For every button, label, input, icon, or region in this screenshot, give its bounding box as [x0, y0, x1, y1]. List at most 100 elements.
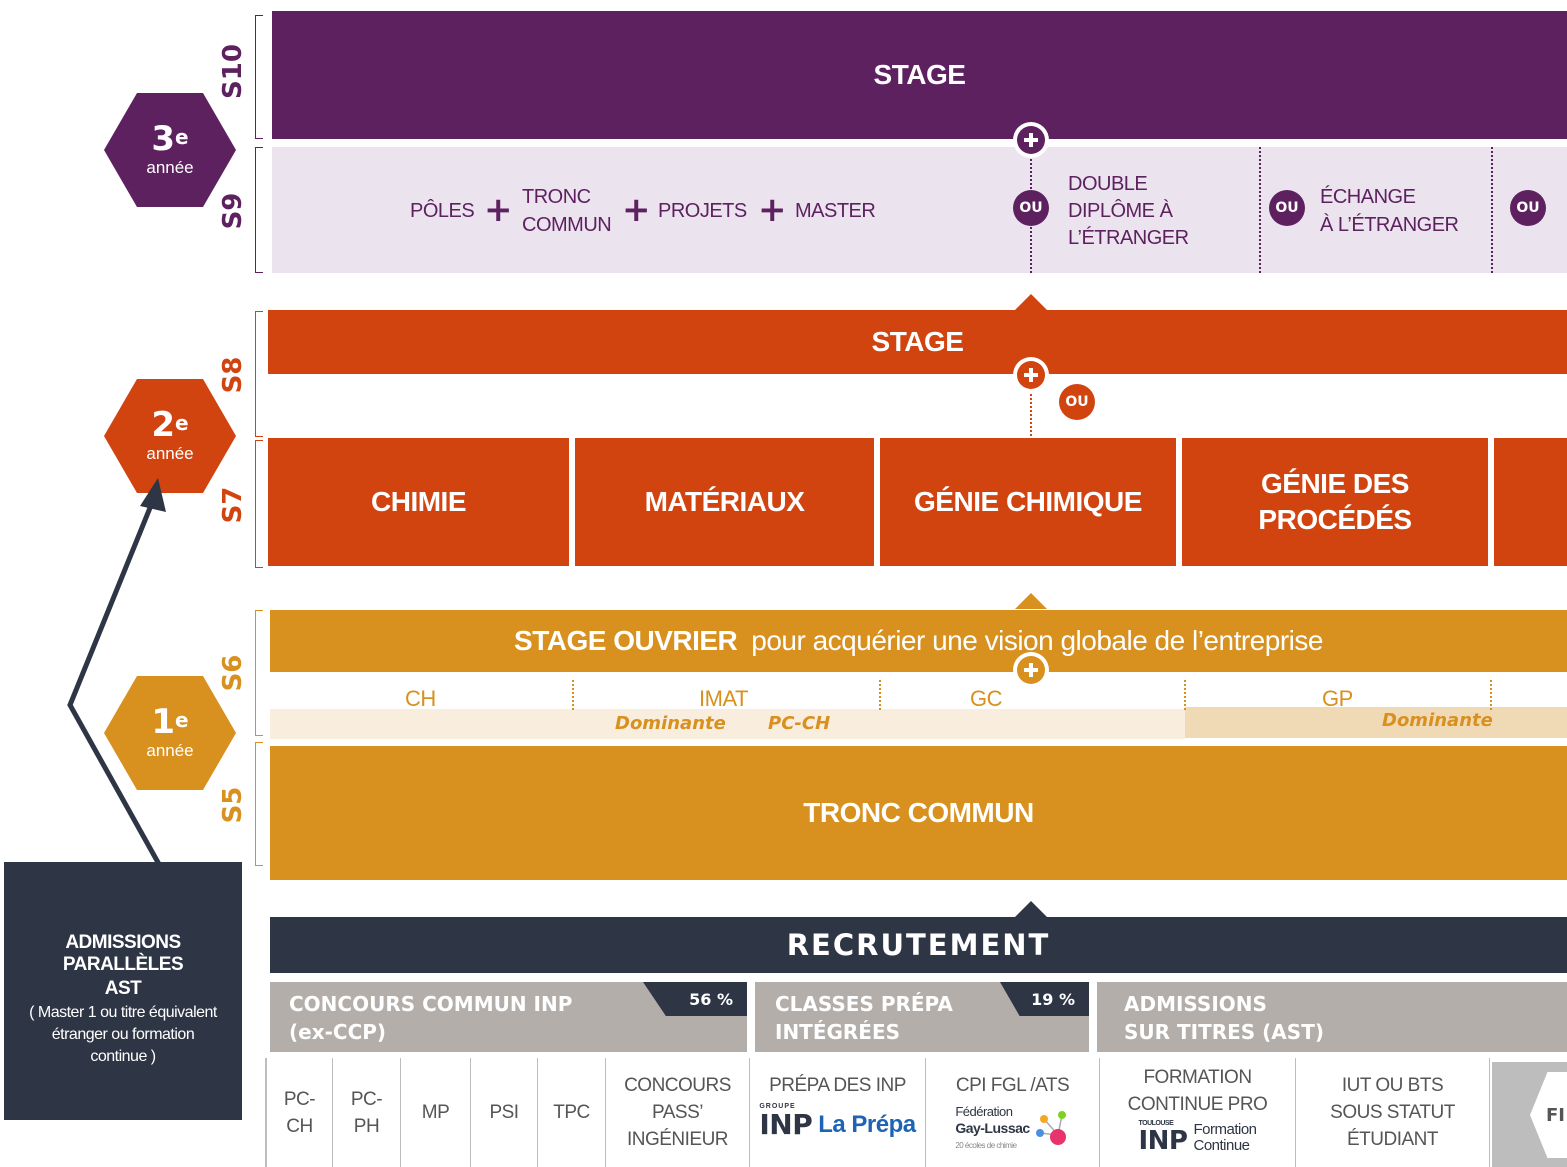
- recrutement-bar: RECRUTEMENT: [270, 917, 1567, 973]
- option-chimie: CHIMIE: [268, 438, 569, 566]
- divider-dots: [879, 680, 881, 710]
- prepa-percentage: 19 %: [1000, 982, 1089, 1016]
- plus-circle-icon: [1013, 122, 1049, 158]
- option-gc-label: GC: [970, 686, 1003, 711]
- plus-icon: +: [622, 190, 651, 230]
- ast-title-2: SUR TITRES (AST): [1124, 1020, 1324, 1044]
- logo-fed-2: Gay-Lussac: [955, 1120, 1030, 1136]
- year-label: année: [146, 444, 194, 463]
- cell-text: INGÉNIEUR: [626, 1129, 729, 1150]
- ou-badge: OU: [1510, 190, 1546, 226]
- logo-groupe: GROUPE: [759, 1103, 796, 1110]
- option-label: GÉNIE CHIMIQUE: [914, 486, 1142, 517]
- plus-icon: +: [758, 190, 787, 230]
- divider-dots: [1184, 680, 1186, 710]
- s5-tronc-commun-bar: TRONC COMMUN: [270, 746, 1567, 880]
- logo-inp: INP: [1138, 1126, 1188, 1156]
- year-2-hexagon: 2e année: [104, 379, 236, 493]
- logo-fc-2: Continue: [1193, 1137, 1250, 1154]
- cell-tpc: TPC: [538, 1058, 606, 1167]
- s9-poles: PÔLES: [410, 200, 475, 222]
- dominante-band-gp: [1185, 707, 1567, 738]
- up-arrow-icon: [1015, 294, 1047, 310]
- year-label: année: [146, 158, 194, 177]
- year-number: 2: [151, 405, 176, 445]
- option-imat-label: IMAT: [699, 686, 748, 711]
- s9-double-3: L’ÉTRANGER: [1068, 227, 1189, 249]
- cell-text: CH: [286, 1115, 313, 1137]
- ou-badge: OU: [1059, 384, 1095, 420]
- year-suffix: e: [175, 125, 189, 149]
- s10-label: S10: [218, 44, 248, 99]
- s6-label: S6: [218, 654, 248, 692]
- option-materiaux: MATÉRIAUX: [575, 438, 874, 566]
- s8-stage-bar: STAGE: [268, 310, 1567, 374]
- admissions-arrow: [67, 478, 166, 868]
- dominante-band-pcch: [270, 709, 1185, 739]
- option-genie-procedes: GÉNIE DES PROCÉDÉS: [1182, 438, 1488, 566]
- cell-text: PSI: [489, 1102, 519, 1123]
- option-gp-label: GP: [1322, 686, 1353, 711]
- year-label: année: [146, 741, 194, 760]
- s9-echange-2: À L’ÉTRANGER: [1320, 214, 1459, 236]
- cell-psi: PSI: [471, 1058, 538, 1167]
- s5-label: S5: [218, 786, 248, 824]
- s7-label: S7: [218, 486, 248, 524]
- option-ch-label: CH: [405, 686, 436, 711]
- concours-title-2: (ex-CCP): [289, 1020, 387, 1044]
- s9-tronc-2: COMMUN: [522, 214, 612, 236]
- cell-pc-ch: PC- CH: [267, 1058, 333, 1167]
- s6-stage-rest: pour acquérier une vision globale de l’e…: [751, 625, 1323, 656]
- cells-left-border: [265, 1058, 267, 1167]
- year-3-hexagon: 3e année: [104, 93, 236, 207]
- ou-badge: OU: [1013, 190, 1049, 226]
- s6-stage-bar: STAGE OUVRIER pour acquérier une vision …: [270, 610, 1567, 672]
- cell-text: ÉTUDIANT: [1347, 1129, 1439, 1150]
- s9-brace: [255, 147, 263, 273]
- cell-formation-continue: FORMATION CONTINUE PRO TOULOUSE INP Form…: [1100, 1058, 1296, 1167]
- s10-stage-title: STAGE: [873, 59, 966, 90]
- cell-text: CONCOURS: [624, 1075, 731, 1096]
- admissions-title: ADMISSIONS PARALLÈLES: [62, 932, 184, 975]
- cell-text: TPC: [553, 1102, 590, 1123]
- cell-text: CONTINUE PRO: [1127, 1094, 1268, 1115]
- toulouse-inp-formation-continue-logo: TOULOUSE INP Formation Continue: [1138, 1120, 1257, 1156]
- divider-dots: [1490, 680, 1492, 710]
- cell-text: PC-: [283, 1088, 316, 1110]
- plus-circle-icon: [1013, 357, 1049, 393]
- option-label: PROCÉDÉS: [1258, 504, 1412, 535]
- cell-text: IUT OU BTS: [1341, 1075, 1444, 1096]
- s8-label: S8: [218, 356, 248, 394]
- s6-stage-bold: STAGE OUVRIER: [514, 625, 738, 656]
- s9-master: MASTER: [795, 200, 876, 222]
- cell-cpi-fgl: CPI FGL /ATS Fédération Gay-Lussac 20 éc…: [926, 1058, 1100, 1167]
- logo-inp: INP: [759, 1108, 813, 1141]
- cell-text: PC-: [350, 1088, 383, 1110]
- cell-text: PH: [353, 1115, 380, 1137]
- dominante-pcch-label: PC-CH: [768, 713, 831, 734]
- s5-brace: [255, 742, 263, 866]
- inp-laprepa-logo: GROUPE INP La Prépa: [759, 1103, 916, 1141]
- option-label: CHIMIE: [371, 486, 467, 517]
- s6-brace: [255, 610, 263, 736]
- ou-badge: OU: [1269, 190, 1305, 226]
- s10-brace: [255, 15, 263, 139]
- plus-icon: +: [484, 190, 513, 230]
- s9-options-bar: [272, 147, 1567, 273]
- divider-dots: [572, 680, 574, 710]
- federation-gay-lussac-logo: Fédération Gay-Lussac 20 écoles de chimi…: [955, 1103, 1069, 1154]
- admissions-desc: ( Master 1 ou titre équivalent étranger …: [29, 1004, 217, 1065]
- year-number: 3: [151, 119, 176, 159]
- logo-fed-3: 20 écoles de chimie: [955, 1141, 1017, 1150]
- concours-title-1: CONCOURS COMMUN INP: [289, 992, 573, 1016]
- prepa-title-2: INTÉGRÉES: [775, 1020, 901, 1044]
- logo-fed-1: Fédération: [955, 1104, 1013, 1119]
- logo-laprepa: La Prépa: [818, 1111, 916, 1138]
- option-extra: [1494, 438, 1567, 566]
- cell-text: CPI FGL /ATS: [955, 1075, 1070, 1096]
- year-suffix: e: [175, 708, 189, 732]
- year-1-hexagon: 1e année: [104, 676, 236, 790]
- cell-text: PRÉPA DES INP: [769, 1075, 906, 1096]
- s9-tronc-1: TRONC: [522, 186, 591, 208]
